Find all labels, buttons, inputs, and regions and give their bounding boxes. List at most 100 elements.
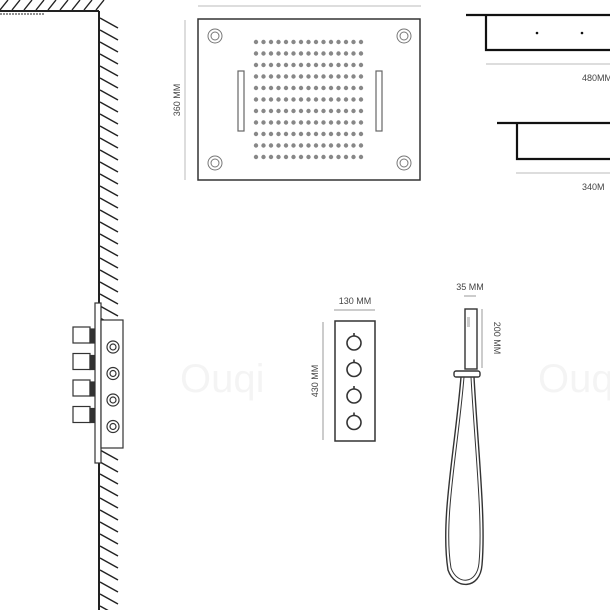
nozzle [328,62,334,68]
nozzle [351,85,356,91]
wall-hatch [99,161,119,173]
nozzle [283,120,289,125]
nozzle [313,143,319,148]
nozzle [276,97,281,102]
nozzle [306,154,311,160]
nozzle [306,85,311,91]
side-knob-center [109,369,117,378]
nozzle [351,62,356,68]
nozzle [343,74,349,79]
nozzle [336,51,341,56]
ceiling-hatch [35,0,45,11]
nozzle [343,51,349,56]
rain-shower-head [184,5,421,181]
nozzle [328,39,334,45]
wall-hatch [99,245,119,257]
nozzle [291,108,296,114]
ceiling-hatch [23,0,33,11]
wall-hatch [99,149,119,161]
wall-hatch [99,29,119,41]
nozzle [321,39,326,45]
nozzle [336,97,341,102]
nozzle [336,39,341,45]
nozzle [276,131,281,137]
nozzle [306,62,311,68]
wall-hatch [99,485,119,497]
head-side-profile-small [497,121,610,174]
mount-screw-inner [399,31,409,41]
side-knob-center [109,422,117,431]
nozzle [343,143,349,148]
nozzle [298,131,304,137]
nozzle [313,131,319,137]
nozzle [268,51,274,56]
nozzle [351,120,356,125]
nozzle [253,143,259,148]
nozzle [261,131,266,137]
nozzle [268,62,274,68]
wall-hatch [99,221,119,233]
nozzle [328,51,334,56]
nozzle [276,154,281,160]
nozzle [336,108,341,114]
nozzle [253,62,259,68]
nozzle [261,108,266,114]
side-handle [72,326,91,344]
nozzle [283,39,289,45]
nozzle [328,74,334,79]
wall-hatch [99,449,119,461]
nozzle [283,131,289,137]
wall-hatch [99,89,119,101]
nozzle [358,74,364,79]
nozzle [276,108,281,114]
nozzle [261,97,266,102]
nozzle [321,120,326,125]
nozzle [261,85,266,91]
wall-hatch [99,581,119,593]
nozzle [343,39,349,45]
ceiling-hatch [0,0,9,11]
nozzle [283,85,289,91]
side-handle [72,352,91,371]
nozzle [261,39,266,45]
wall-hatch [99,473,119,485]
dim-mixer-width: 130 MM [339,296,372,306]
wall-hatch [99,509,119,521]
wall-hatch [99,125,119,137]
nozzle [291,120,296,125]
side-handle [72,405,91,424]
nozzle [351,97,356,102]
nozzle [298,120,304,125]
nozzle [351,154,356,160]
ceiling-hatch [11,0,21,11]
ceiling-hatch [47,0,57,11]
nozzle [336,62,341,68]
nozzle [268,143,274,148]
nozzle [328,85,334,91]
nozzle [313,154,319,160]
nozzle [283,51,289,56]
nozzle [343,108,349,114]
mount-screw-inner [210,158,220,168]
nozzle [291,154,296,160]
nozzle [306,143,311,148]
nozzle [291,62,296,68]
wall-hatch [99,53,119,65]
nozzle [358,51,364,56]
mount-screw-inner [399,158,409,168]
nozzle [298,74,304,79]
nozzle [306,39,311,45]
nozzle [358,120,364,125]
wall-hatch [99,101,119,113]
nozzle [313,62,319,68]
nozzle [261,62,266,68]
dim-head-height: 360 MM [172,84,182,117]
nozzle [351,131,356,137]
nozzle [276,143,281,148]
nozzle [291,39,296,45]
nozzle [351,39,356,45]
nozzle [291,143,296,148]
wall-hatch [99,233,119,245]
nozzle [261,51,266,56]
